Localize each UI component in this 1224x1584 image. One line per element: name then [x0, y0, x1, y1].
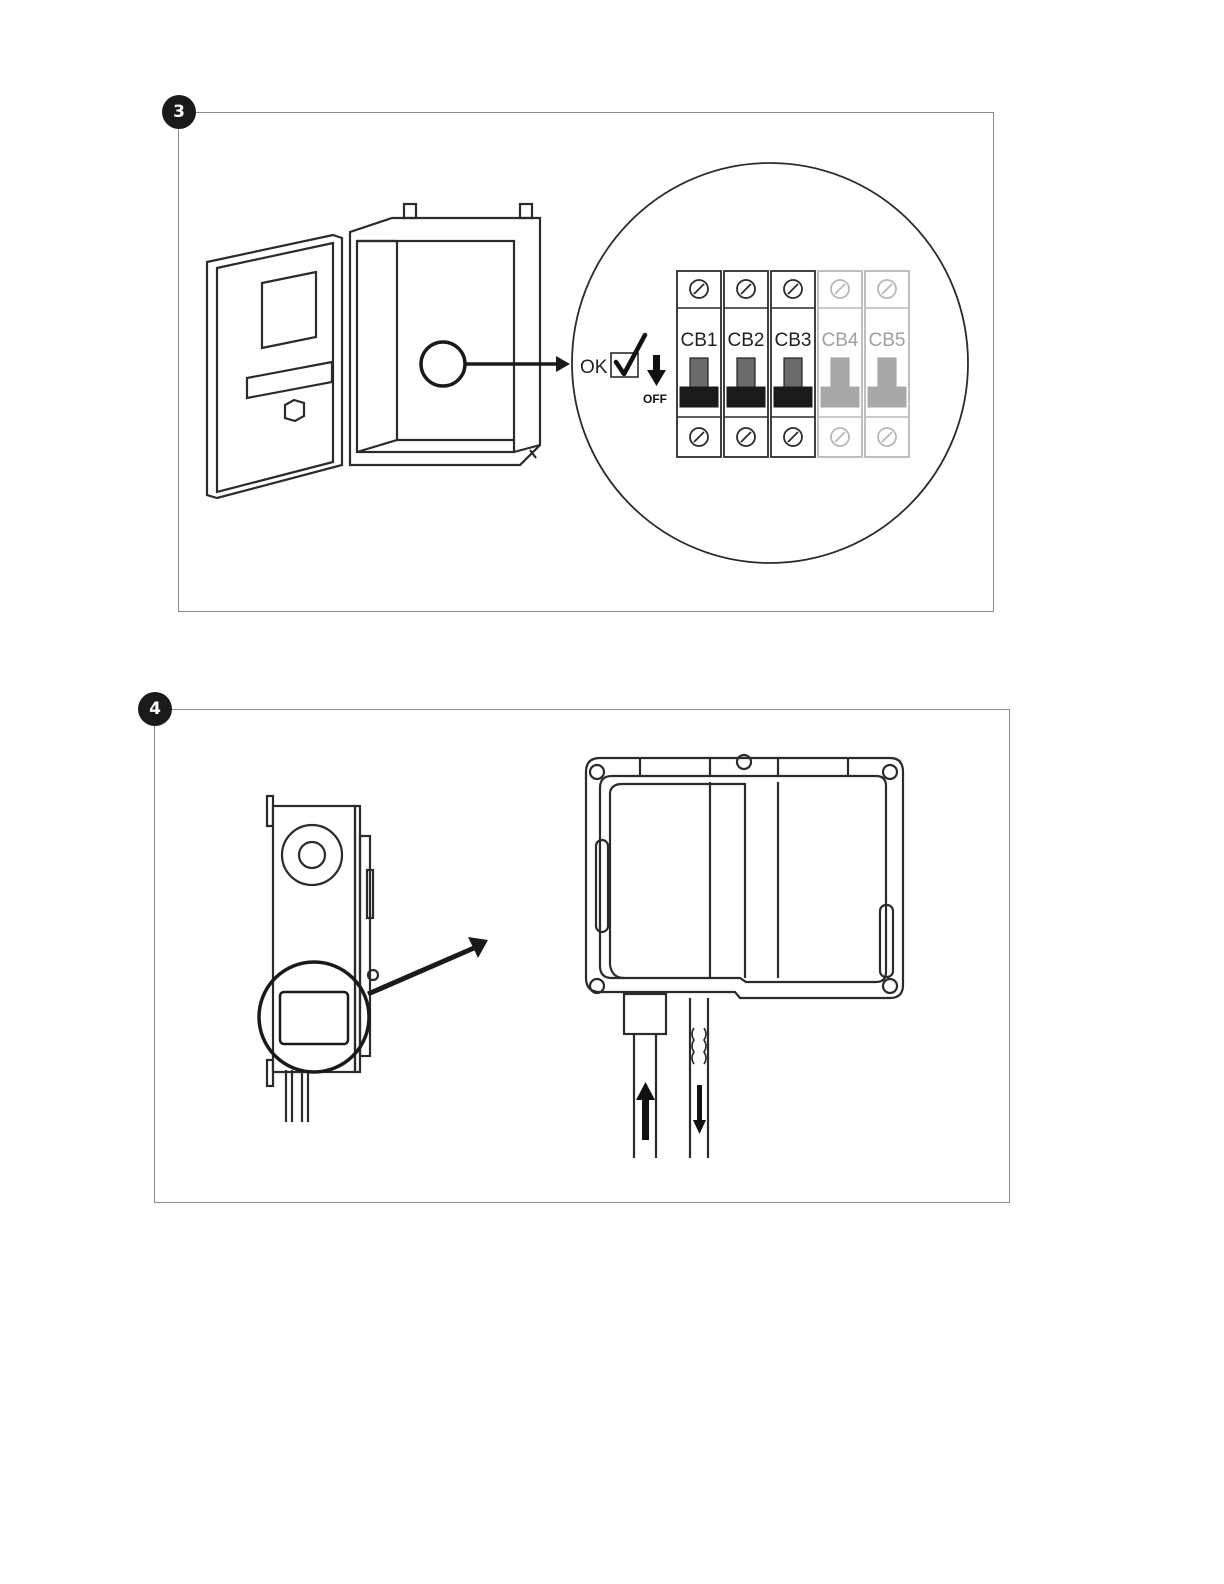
junction-box-large: [586, 755, 903, 1158]
zoom-arrow-4: [368, 948, 474, 994]
flow-up-arrow-icon: [636, 1082, 655, 1100]
flow-down-arrow-icon: [693, 1120, 706, 1134]
junction-box-small: [280, 992, 348, 1044]
